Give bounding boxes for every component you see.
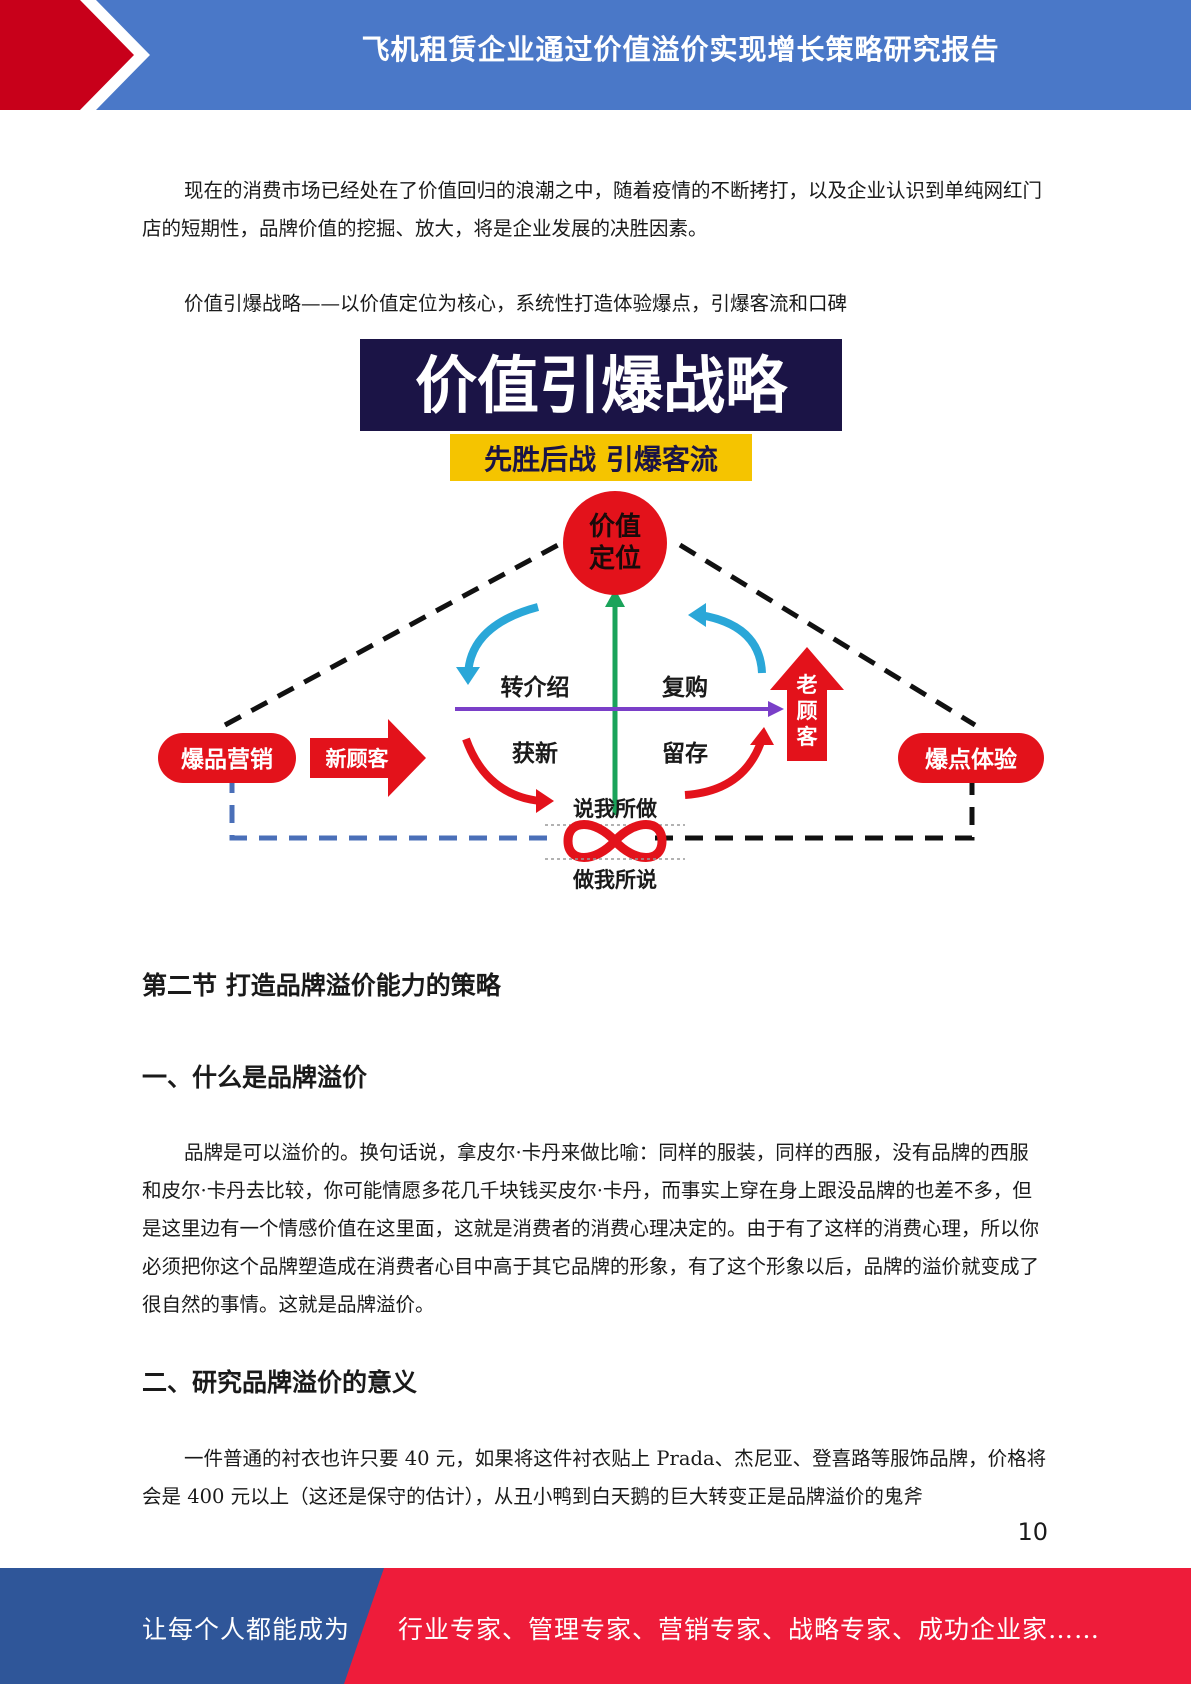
old-customer-arrow: [770, 647, 844, 761]
hit-product-marketing-label: 爆品营销: [181, 747, 273, 773]
old-customer-label-1: 老: [797, 673, 818, 697]
do-what-say-label: 做我所说: [572, 868, 657, 892]
experience-highlight-node: [898, 733, 1044, 783]
infinity-icon: [563, 820, 667, 862]
footer-slogan-right: 行业专家、管理专家、营销专家、战略专家、成功企业家……: [398, 1615, 1101, 1644]
infographic-subtitle-box: [450, 434, 752, 481]
retain-label: 留存: [662, 740, 708, 767]
infographic-title: 价值引爆战略: [415, 349, 788, 422]
hit-product-marketing-node: [158, 733, 296, 783]
infographic-title-box: [360, 339, 842, 431]
strategy-line: 价值引爆战略——以价值定位为核心，系统性打造体验爆点，引爆客流和口碑: [184, 292, 848, 315]
page-header: 飞机租赁企业通过价值溢价实现增长策略研究报告: [0, 0, 1191, 110]
new-customer-arrow: [310, 719, 426, 797]
old-customer-label-3: 客: [797, 725, 819, 749]
page-footer: 让每个人都能成为 行业专家、管理专家、营销专家、战略专家、成功企业家……: [0, 1568, 1191, 1684]
section2-heading: 第二节 打造品牌溢价能力的策略: [142, 971, 501, 1000]
value-positioning-label-2: 定位: [589, 543, 641, 574]
significance-paragraph: 一件普通的衬衣也许只要 40 元，如果将这件衬衣贴上 Prada、杰尼亚、登喜路…: [142, 1447, 1047, 1508]
repurchase-label: 复购: [661, 675, 708, 701]
significance-heading: 二、研究品牌溢价的意义: [142, 1368, 418, 1397]
old-customer-label-2: 顾: [797, 699, 818, 723]
page-number: 10: [1017, 1518, 1048, 1546]
say-what-do-label: 说我所做: [573, 797, 657, 821]
header-banner-graphic: [0, 0, 1191, 110]
acquire-label: 获新: [512, 740, 558, 767]
footer-banner-graphic: [0, 1568, 1191, 1684]
infographic-graphic: 价值引爆战略 先胜后战 引爆客流 价值 定位 转介绍 复购 获新: [158, 339, 1044, 892]
footer-slogan-left: 让每个人都能成为: [142, 1615, 351, 1644]
experience-highlight-label: 爆点体验: [925, 746, 1017, 773]
intro-paragraph: 现在的消费市场已经处在了价值回归的浪潮之中，随着疫情的不断拷打，以及企业认识到单…: [142, 179, 1043, 240]
brand-premium-paragraph: 品牌是可以溢价的。换句话说，拿皮尔·卡丹来做比喻：同样的服装，同样的西服，没有品…: [142, 1141, 1040, 1316]
infographic-subtitle: 先胜后战 引爆客流: [484, 443, 718, 476]
document-title: 飞机租赁企业通过价值溢价实现增长策略研究报告: [361, 33, 1000, 66]
value-positioning-circle: [563, 491, 667, 595]
what-is-heading: 一、什么是品牌溢价: [142, 1063, 368, 1092]
value-strategy-infographic: 价值引爆战略 先胜后战 引爆客流 价值 定位 转介绍 复购 获新: [150, 335, 1050, 905]
referral-label: 转介绍: [501, 674, 570, 701]
new-customer-label: 新顾客: [326, 747, 390, 771]
value-positioning-label-1: 价值: [589, 512, 641, 542]
